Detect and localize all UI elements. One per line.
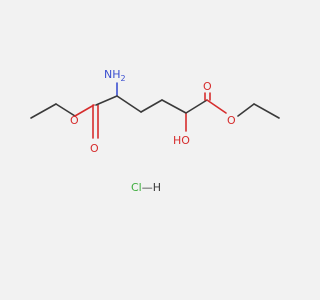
bond-c1-c2 (30, 103, 57, 119)
bond-c6-c7 (161, 99, 187, 114)
ester-oxygen-right-label: O (227, 114, 236, 127)
amino-label: NH2 (104, 68, 126, 83)
bond-c4-c5 (116, 95, 142, 113)
bond-c3-c4 (95, 95, 118, 106)
hydroxy-label: HO (173, 134, 190, 147)
molecule-structure: NH2 O O HO O O Cl—H (30, 68, 280, 194)
bond-c5-c6 (140, 99, 163, 113)
bond-c8-o-ester-right (206, 99, 227, 114)
bond-c9-c10 (253, 103, 280, 119)
hydrochloride-label: Cl—H (131, 181, 161, 194)
bond-o-ester-right-c9 (237, 103, 255, 117)
ester-oxygen-left-label: O (70, 114, 79, 127)
bond-c2-o-ester-left (55, 103, 76, 117)
bond-o-ester-left-c3 (74, 104, 95, 117)
carbonyl-oxygen-right-label: O (203, 80, 212, 93)
bond-c7-c8 (185, 99, 208, 114)
carbonyl-oxygen-left-label: O (90, 142, 99, 155)
